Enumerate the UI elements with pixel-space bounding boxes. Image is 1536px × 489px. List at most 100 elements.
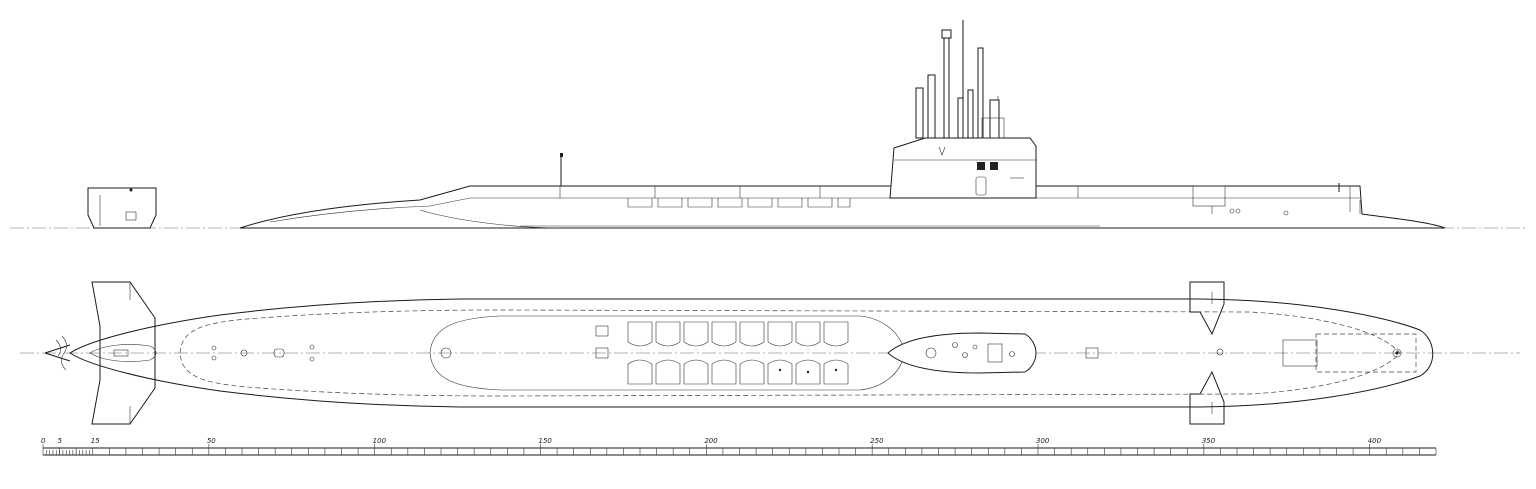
mast-base-4 [1009, 351, 1015, 357]
scale-ticks [42, 444, 1437, 455]
aft-mast-tip [560, 153, 563, 157]
stern-vent [113, 349, 129, 357]
hull-plan [69, 298, 1434, 408]
aux-mast [957, 97, 964, 139]
scale-label: 350 [1202, 437, 1216, 445]
mast-base-1 [952, 342, 958, 348]
deck-line [269, 197, 1360, 223]
scale-label: 50 [207, 437, 216, 445]
esm-mast [967, 89, 974, 139]
attack-periscope [977, 47, 984, 139]
hull-profile [239, 185, 1446, 229]
mast-fairing [981, 117, 1005, 139]
snorkel-mast [915, 87, 924, 139]
missile-tube [711, 321, 737, 347]
casing-outline [179, 309, 1401, 397]
missile-tube [767, 359, 793, 385]
fwd-fitting-1 [1229, 208, 1235, 214]
sail-window-1 [977, 162, 985, 170]
fwd-missile-hatch-2 [595, 347, 609, 359]
hatch-4 [717, 198, 743, 208]
fwd-missile-hatch-1 [595, 325, 609, 337]
search-periscope [943, 34, 950, 139]
prop-shaft [44, 344, 71, 362]
plan-view [20, 281, 1520, 425]
bow-plane-housing [1192, 185, 1226, 207]
sail [889, 137, 1037, 199]
bow-shadow-line [419, 209, 561, 229]
fwd-fitting [1216, 348, 1224, 356]
periscopes-and-masts [915, 20, 1005, 139]
missile-tube [711, 359, 737, 385]
bow-plane-port [1189, 281, 1225, 336]
missile-tube [795, 321, 821, 347]
missile-tube [823, 321, 849, 347]
missile-tube [683, 321, 709, 347]
rudder-hatch [125, 211, 137, 221]
sail-hatch [925, 347, 937, 359]
sail-door [975, 176, 987, 196]
scale-label: 5 [58, 437, 63, 445]
missile-hatches-side [627, 198, 851, 208]
missile-deck-hatch [440, 347, 452, 359]
hatch-1 [627, 198, 653, 208]
scale-label: 250 [870, 437, 884, 445]
scale-label: 200 [704, 437, 718, 445]
missile-tube [795, 359, 821, 385]
hatch-8 [837, 198, 851, 208]
mast-base-3 [972, 344, 978, 350]
tube-mark-2 [806, 370, 810, 374]
torpedo-room [1315, 333, 1417, 373]
aft-fitting-2 [211, 355, 217, 361]
rudder-mark [129, 188, 133, 192]
prop-blade-2 [55, 339, 61, 357]
fwd-deck-hatch [1085, 347, 1099, 359]
hatch-5 [747, 198, 773, 208]
stern-fins [91, 281, 156, 425]
aft-hatch [273, 348, 285, 358]
scale-label: 150 [539, 437, 553, 445]
hatch-2 [657, 198, 683, 208]
scale-label: 400 [1368, 437, 1382, 445]
aft-fitting-3 [240, 349, 248, 357]
missile-tube [627, 321, 653, 347]
radar-mast [927, 74, 936, 139]
hatch-6 [777, 198, 803, 208]
missile-tube [739, 321, 765, 347]
side-elevation [10, 20, 1526, 229]
fwd-fitting-2 [1235, 208, 1241, 214]
scale-label: 15 [91, 437, 100, 445]
hatch-7 [807, 198, 833, 208]
fwd-fitting-3 [1283, 210, 1289, 216]
scale-label: 100 [373, 437, 387, 445]
bow-hatch [1392, 348, 1402, 358]
scale-label: 300 [1036, 437, 1050, 445]
aft-fitting-5 [309, 356, 315, 362]
missile-tubes-bottom [627, 359, 849, 385]
prop-blade-1 [61, 335, 67, 371]
sail-plan [887, 332, 1037, 374]
search-periscope-head [941, 29, 952, 39]
sail-window-2 [990, 162, 998, 170]
missile-tube [655, 359, 681, 385]
missile-tube [767, 321, 793, 347]
bow-hatch-dot [1395, 351, 1399, 355]
missile-tube [739, 359, 765, 385]
mast-base-2 [962, 352, 968, 358]
stern-rudder [87, 187, 157, 229]
bridge-well [987, 343, 1003, 363]
aft-fitting-4 [309, 344, 315, 350]
missile-tubes-top [627, 321, 849, 347]
tube-mark-1 [778, 368, 782, 372]
hatch-3 [687, 198, 713, 208]
missile-tube [655, 321, 681, 347]
tube-mark-3 [834, 368, 838, 372]
radio-mast [989, 99, 1000, 139]
missile-tube [683, 359, 709, 385]
sail-mark [938, 146, 946, 156]
missile-tube [823, 359, 849, 385]
